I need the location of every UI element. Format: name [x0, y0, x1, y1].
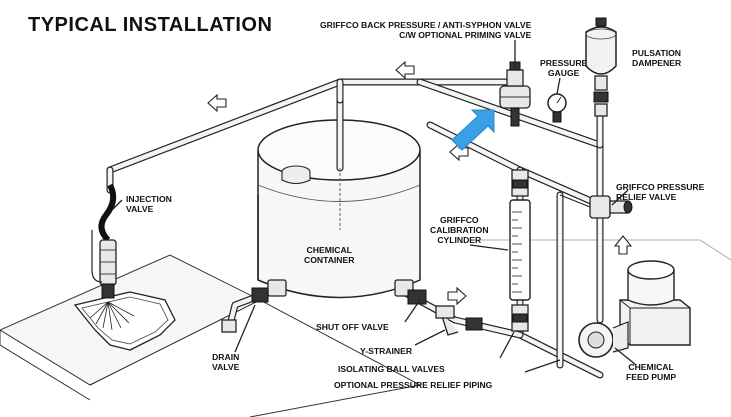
pulsation-dampener: [585, 17, 617, 117]
leader-lines: [111, 40, 637, 373]
label-pressure-gauge: PRESSURE GAUGE: [540, 58, 588, 78]
injection-trench: [73, 291, 176, 351]
label-calibration-cylinder: GRIFFCO CALIBRATION CYLINDER: [430, 215, 489, 245]
flow-arrow-icon: [395, 60, 415, 80]
label-injection-valve: INJECTION VALVE: [126, 194, 172, 214]
label-pulsation-dampener: PULSATION DAMPENER: [632, 48, 682, 68]
label-y-strainer: Y-STRAINER: [360, 346, 413, 356]
label-shut-off-valve: SHUT OFF VALVE: [316, 322, 389, 332]
calibration-cylinder: [509, 169, 531, 332]
injection-valve: [91, 183, 117, 299]
pressure-relief-valve: [559, 194, 633, 219]
label-chemical-feed-pump: CHEMICAL FEED PUMP: [626, 362, 677, 382]
highlight-arrow-icon: [451, 109, 495, 151]
pressure-gauge: [547, 93, 567, 123]
label-optional-relief-piping: OPTIONAL PRESSURE RELIEF PIPING: [334, 380, 493, 390]
label-back-pressure-valve: GRIFFCO BACK PRESSURE / ANTI-SYPHON VALV…: [320, 20, 532, 40]
label-pressure-relief-valve: GRIFFCO PRESSURE RELIEF VALVE: [616, 182, 705, 202]
flow-arrow-icon: [207, 93, 227, 113]
container-valves: [221, 279, 483, 336]
flow-arrow-icon: [613, 235, 633, 255]
label-drain-valve: DRAIN VALVE: [212, 352, 240, 372]
chemical-container: [257, 96, 421, 299]
page-title: TYPICAL INSTALLATION: [28, 14, 273, 36]
chemical-feed-pump: [578, 260, 691, 358]
label-isolating-ball-valves: ISOLATING BALL VALVES: [338, 364, 445, 374]
flow-arrow-icon: [447, 286, 467, 306]
label-chemical-container: CHEMICAL CONTAINER: [304, 245, 355, 265]
back-pressure-valve: [499, 61, 531, 127]
